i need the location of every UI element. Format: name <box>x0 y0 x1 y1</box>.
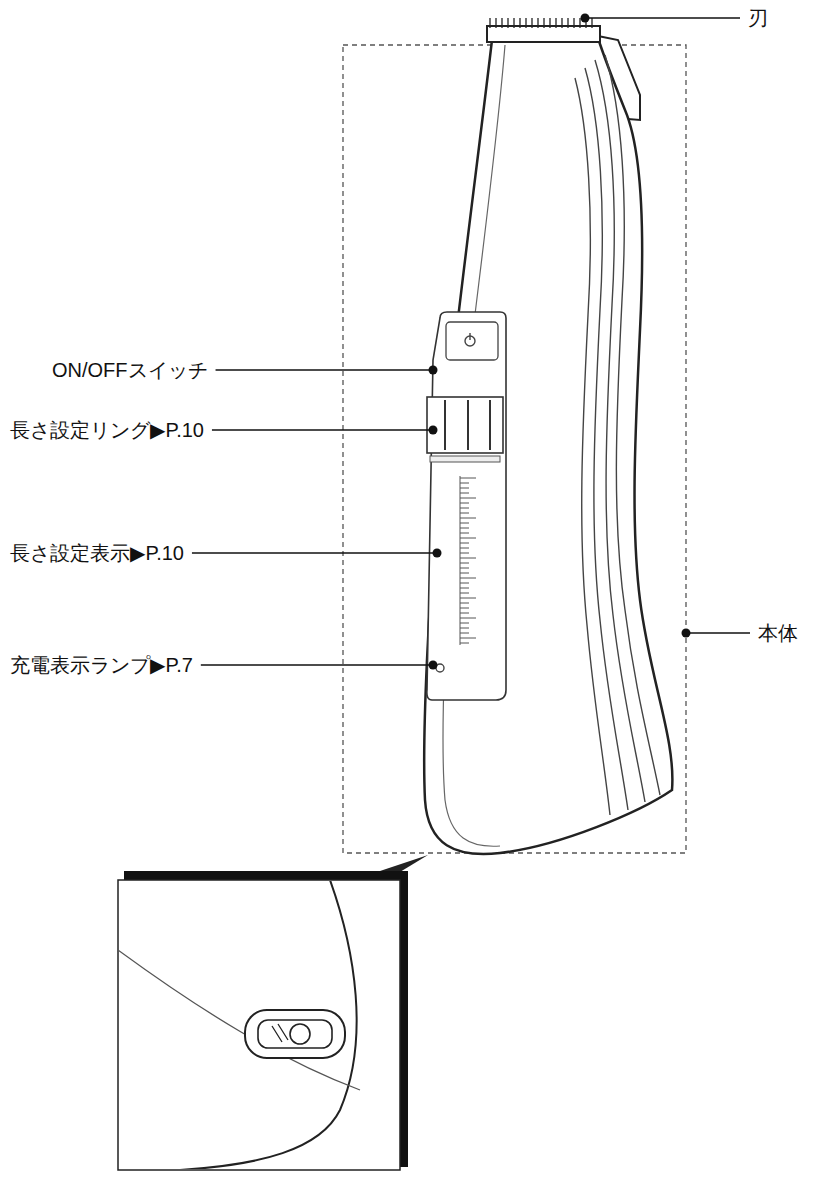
body-outline <box>424 38 672 854</box>
ring-ribs <box>445 400 490 450</box>
side-stripes <box>575 55 660 815</box>
length-ring <box>427 397 503 453</box>
leader-dot <box>429 661 438 670</box>
leader-dot <box>429 426 438 435</box>
leader-dot <box>581 14 590 23</box>
part-label: ON/OFFスイッチ <box>52 360 208 380</box>
leader-dot <box>682 629 691 638</box>
leader-line <box>212 429 433 430</box>
part-label: 刃 <box>748 8 768 28</box>
leader-line <box>201 664 433 665</box>
inset-detail <box>119 881 360 1169</box>
leader-dot <box>429 366 438 375</box>
blade-teeth <box>490 18 592 28</box>
switch-button <box>446 322 498 360</box>
leader-line <box>686 632 750 633</box>
control-panel <box>427 312 506 700</box>
leader-line <box>216 369 433 370</box>
part-label: 充電表示ランプ▶P.7 <box>10 655 193 675</box>
blade <box>487 26 600 42</box>
leader-line <box>585 17 740 18</box>
part-label: 長さ設定リング▶P.10 <box>10 420 204 440</box>
length-scale <box>460 476 476 645</box>
part-label: 本体 <box>758 623 798 643</box>
inset-frame <box>118 880 400 1170</box>
leader-line <box>192 552 437 553</box>
part-label: 長さ設定表示▶P.10 <box>10 543 184 563</box>
leader-dot <box>433 549 442 558</box>
